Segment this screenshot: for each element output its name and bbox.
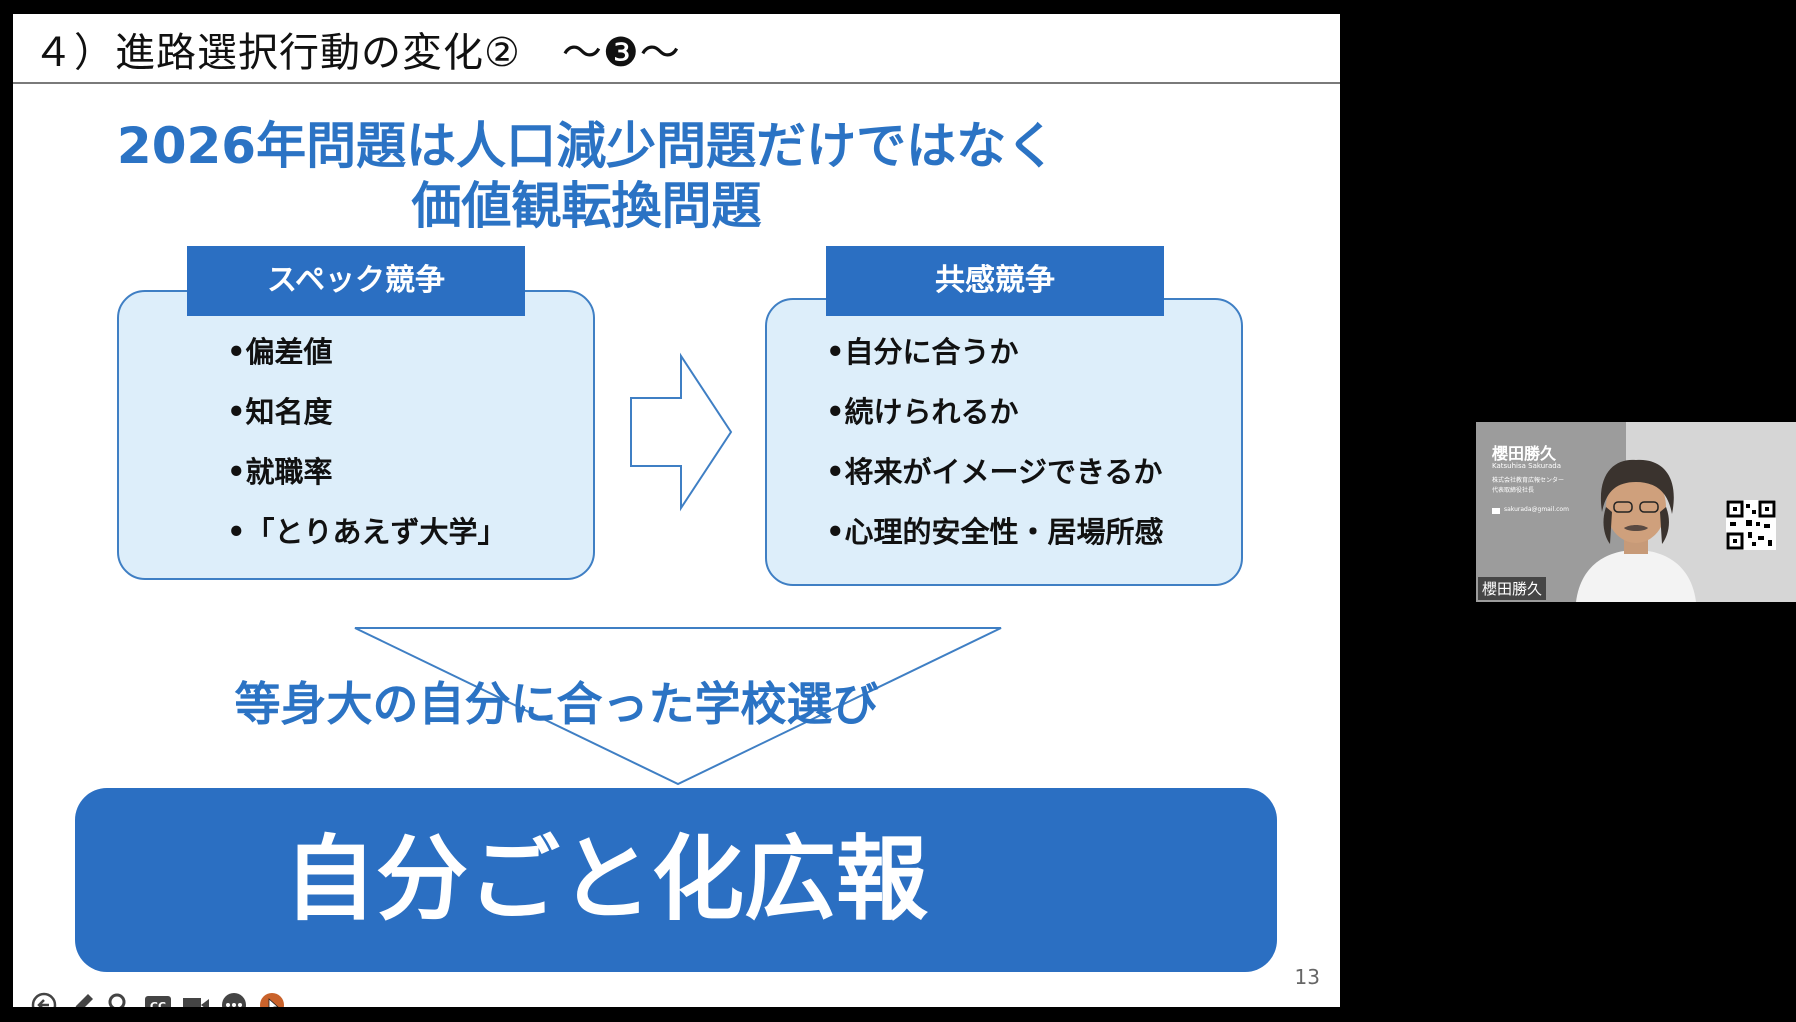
spec-competition-list: •偏差値 •知名度 •就職率 •「とりあえず大学」 [227,322,507,562]
list-item: •偏差値 [227,335,333,369]
list-item: •将来がイメージできるか [826,455,1163,489]
pen-icon[interactable] [67,990,97,1007]
card-romaji: Katsuhisa Sakurada [1492,462,1562,470]
card-name: 櫻田勝久 [1492,444,1557,463]
conclusion-banner: 自分ごと化広報 [75,788,1277,972]
svg-text:CC: CC [150,1000,166,1007]
back-arrow-icon[interactable] [29,990,59,1007]
zoom-icon[interactable] [105,990,135,1007]
card-email: sakurada@gmail.com [1504,506,1569,513]
pointer-icon[interactable] [257,990,287,1007]
spec-competition-header: スペック競争 [187,246,525,316]
presentation-toolbar: CC [29,990,287,1007]
page-number: 13 [1294,965,1320,989]
participant-name-label: 櫻田勝久 [1478,577,1547,600]
captions-icon[interactable]: CC [143,990,173,1007]
more-icon[interactable] [219,990,249,1007]
list-item: •続けられるか [826,395,1019,429]
qr-code-icon [1726,500,1776,550]
mail-icon [1492,508,1500,514]
list-item: •知名度 [227,395,333,429]
right-arrow-icon [630,352,733,512]
list-item: •自分に合うか [826,335,1019,369]
tagline: 等身大の自分に合った学校選び [234,677,879,731]
empathy-competition-list: •自分に合うか •続けられるか •将来がイメージできるか •心理的安全性・居場所… [826,322,1164,562]
empathy-competition-panel [765,298,1243,586]
video-icon[interactable] [181,990,211,1007]
card-role: 代表取締役社長 [1492,487,1535,494]
presentation-slide: ４）進路選択行動の変化② ～❸～ 2026年問題は人口減少問題だけではなく 価値… [13,14,1340,1007]
spec-competition-panel [117,290,595,580]
list-item: •「とりあえず大学」 [227,515,507,549]
headline-line-2: 価値観転換問題 [411,177,762,235]
list-item: •心理的安全性・居場所感 [826,515,1164,549]
card-company: 株式会社教育広報センター [1492,477,1565,484]
list-item: •就職率 [227,455,333,489]
title-divider [13,82,1340,84]
participant-video-tile[interactable]: 櫻田勝久 Katsuhisa Sakurada 株式会社教育広報センター 代表取… [1476,422,1796,602]
down-triangle-icon [354,627,1002,786]
slide-title: ４）進路選択行動の変化② ～❸～ [33,30,681,76]
banner-text: 自分ごと化広報 [283,826,928,933]
empathy-competition-header: 共感競争 [826,246,1164,316]
participant-avatar [1576,459,1696,602]
headline-line-1: 2026年問題は人口減少問題だけではなく [116,117,1057,175]
